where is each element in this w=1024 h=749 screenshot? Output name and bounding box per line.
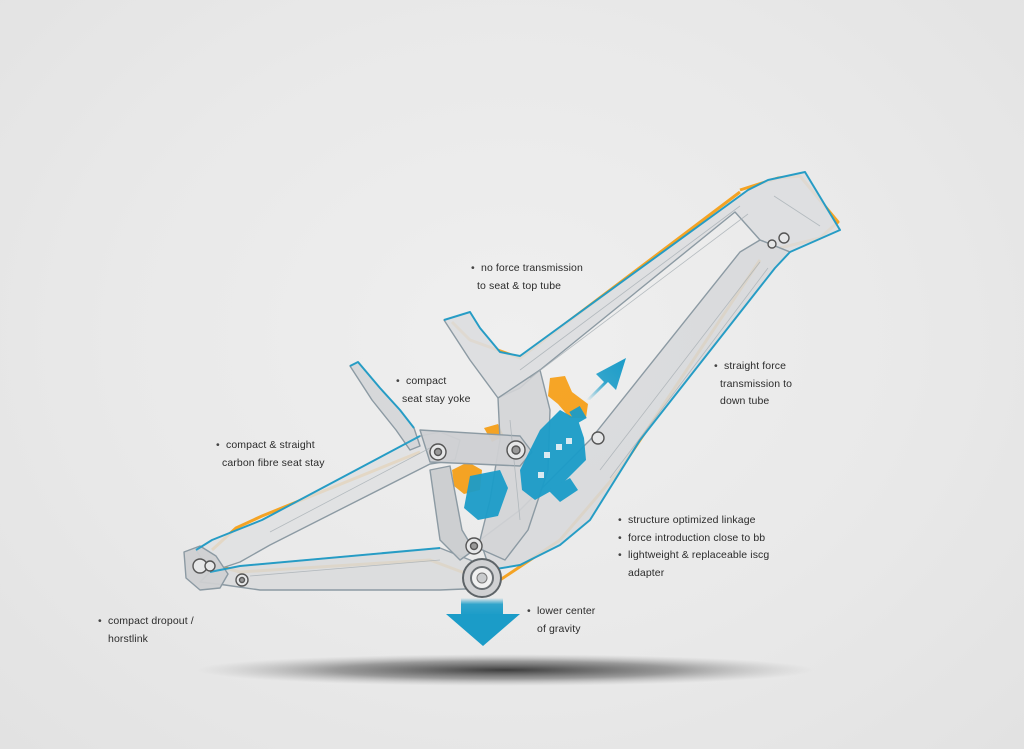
callout-down-tube: • straight force transmission to down tub… <box>714 358 792 411</box>
callout-dropout: • compact dropout / horstlink <box>98 613 194 648</box>
shock-unit <box>464 405 587 520</box>
bullet-icon: • <box>396 375 400 387</box>
callout-seat-stay: • compact & straight carbon fibre seat st… <box>216 437 325 472</box>
arrow-up-right-icon <box>586 358 626 400</box>
pivot-points <box>192 232 790 587</box>
bullet-icon: • <box>98 615 102 627</box>
callout-text: seat stay yoke <box>402 392 471 405</box>
callout-text: to seat & top tube <box>477 279 562 292</box>
callout-text: compact dropout / <box>108 615 194 627</box>
callout-no-force-transmission: • no force transmission to seat & top tub… <box>471 260 583 295</box>
frame-detail-lines <box>249 195 821 577</box>
bullet-icon: • <box>618 514 622 526</box>
callout-text: force introduction close to bb <box>628 531 766 544</box>
callout-linkage: • structure optimized linkage • force intr… <box>618 512 769 582</box>
callout-text: carbon fibre seat stay <box>222 456 325 469</box>
callout-text: structure optimized linkage <box>628 514 756 526</box>
blue-outline <box>195 171 841 573</box>
callout-text: straight force <box>724 360 787 372</box>
callout-text: compact <box>406 375 447 387</box>
callout-text: of gravity <box>537 622 581 635</box>
bullet-icon: • <box>471 262 475 274</box>
bullet-icon: • <box>618 549 622 561</box>
shock-notches <box>538 438 572 478</box>
callout-text: down tube <box>720 395 770 407</box>
bottom-bracket <box>462 558 502 598</box>
callout-text: no force transmission <box>481 262 583 274</box>
callout-center-of-gravity: • lower center of gravity <box>527 603 595 638</box>
bullet-icon: • <box>618 531 622 544</box>
ground-shadow <box>195 654 815 686</box>
callout-text: compact & straight <box>226 439 315 451</box>
callout-text: transmission to <box>720 377 793 390</box>
callout-text: lower center <box>537 605 596 617</box>
callout-seat-stay-yoke: • compact seat stay yoke <box>396 373 471 408</box>
callout-text: adapter <box>628 566 665 579</box>
callout-text: horstlink <box>108 632 148 645</box>
bullet-icon: • <box>216 439 220 451</box>
bullet-icon: • <box>714 360 718 372</box>
arrow-down-icon <box>446 598 520 646</box>
callout-text: lightweight & replaceable iscg <box>628 549 770 561</box>
bullet-icon: • <box>527 605 531 617</box>
